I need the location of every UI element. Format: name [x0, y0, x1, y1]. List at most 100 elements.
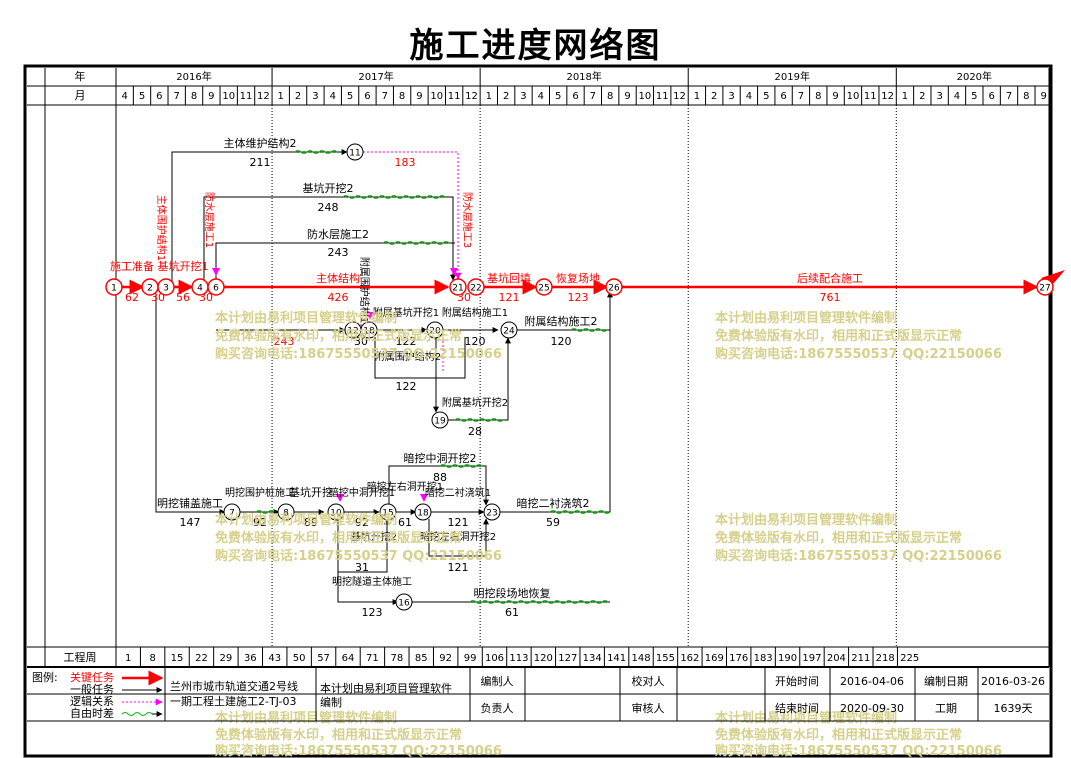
month-cell: 6	[572, 91, 578, 102]
task-duration: 31	[355, 561, 369, 574]
week-cell: 148	[631, 653, 650, 664]
start-time-value: 2016-04-06	[840, 675, 904, 688]
network-node: 23	[483, 503, 501, 521]
watermark-text: 免费体验版有水印，相用和正式版显示正常	[215, 530, 462, 546]
legend-item-critical: 关键任务	[70, 670, 114, 684]
task-label: 防水层施工1	[203, 192, 216, 248]
month-cell: 9	[416, 91, 422, 102]
network-node: 16	[395, 593, 413, 611]
network-node: 10	[327, 503, 345, 521]
task-duration: 123	[568, 291, 589, 304]
normal-links	[155, 149, 613, 605]
task-label: 基坑开挖	[289, 485, 333, 499]
task-label: 基坑开挖1	[158, 259, 209, 273]
task-label: 附属基坑开挖1	[373, 306, 439, 319]
task-duration: 121	[448, 561, 469, 574]
watermark-text: 免费体验版有水印，相用和正式版显示正常	[715, 530, 962, 546]
task-label: 附属结构施工1	[442, 306, 508, 319]
watermark-text: 本计划由易利项目管理软件编制	[215, 710, 397, 726]
footer-table	[27, 667, 1049, 722]
week-cell: 197	[802, 653, 821, 664]
week-cell: 155	[656, 653, 675, 664]
watermark-text: 免费体验版有水印，相用和正式版显示正常	[215, 727, 462, 743]
task-label: 附属基坑开挖2	[442, 396, 508, 409]
svg-text:27: 27	[1039, 284, 1050, 294]
network-node: 4	[191, 278, 209, 296]
software-note-line2: 编制	[320, 695, 342, 709]
week-cell: 43	[268, 653, 281, 664]
month-cell: 9	[832, 91, 838, 102]
week-cell: 169	[705, 653, 724, 664]
week-cell: 22	[195, 653, 208, 664]
watermark-text: 本计划由易利项目管理软件编制	[215, 310, 397, 326]
task-duration: 89	[304, 516, 318, 529]
month-cell: 2	[919, 91, 925, 102]
watermark-text: 购买咨询电话:18675550537 QQ:22150066	[715, 346, 1002, 362]
week-cell: 36	[244, 653, 257, 664]
month-cell: 4	[746, 91, 752, 102]
month-cell: 2	[295, 91, 301, 102]
year-cell: 2017年	[358, 70, 393, 83]
task-duration: 92	[355, 516, 369, 529]
free-float	[255, 150, 611, 604]
svg-text:16: 16	[398, 599, 410, 609]
task-label: 基坑回填	[487, 271, 531, 285]
task-duration: 147	[180, 516, 201, 529]
task-duration: 28	[468, 425, 482, 438]
watermark-text: 购买咨询电话:18675550537 QQ:22150066	[215, 743, 502, 758]
watermark-group: 本计划由易利项目管理软件编制 免费体验版有水印，相用和正式版显示正常 购买咨询电…	[215, 310, 1002, 758]
svg-text:23: 23	[486, 509, 497, 519]
task-duration: 88	[433, 471, 447, 484]
month-cell: 12	[257, 91, 270, 102]
task-label: 附属围护结构2	[375, 350, 441, 363]
network-node: 15	[379, 503, 397, 521]
month-cell: 3	[936, 91, 942, 102]
task-duration: 120	[551, 335, 572, 348]
month-cell: 6	[156, 91, 162, 102]
month-cell: 6	[780, 91, 786, 102]
task-duration: 120	[465, 335, 486, 348]
software-note-line1: 本计划由易利项目管理软件	[320, 681, 452, 695]
compiler-label: 编制人	[481, 674, 514, 688]
task-duration: 61	[398, 516, 412, 529]
month-label: 月	[75, 89, 86, 102]
auditor-label: 审核人	[632, 701, 665, 715]
svg-text:19: 19	[434, 417, 446, 427]
time-grid	[271, 105, 897, 647]
svg-text:18: 18	[417, 509, 429, 519]
task-float: 243	[274, 335, 295, 348]
network-node: 25	[535, 278, 553, 296]
task-duration: 121	[448, 516, 469, 529]
month-cell: 8	[1023, 91, 1029, 102]
week-cell: 141	[607, 653, 626, 664]
project-name-line1: 兰州市城市轨道交通2号线	[170, 679, 298, 693]
outer-frame	[23, 64, 1053, 758]
network-node: 3	[157, 278, 175, 296]
task-label: 暗挖左右洞开挖1	[367, 480, 443, 493]
month-cell: 9	[1041, 91, 1047, 102]
month-cell: 4	[330, 91, 336, 102]
month-cell: 10	[639, 91, 652, 102]
year-label: 年	[75, 69, 86, 83]
task-label: 附属围护结构1	[358, 257, 371, 323]
week-cell: 204	[827, 653, 846, 664]
network-node: 2	[141, 278, 159, 296]
month-cell: 9	[624, 91, 630, 102]
month-cell: 5	[139, 91, 145, 102]
task-label: 基坑开挖2	[303, 181, 354, 195]
month-cell: 4	[954, 91, 960, 102]
task-label: 明挖段场地恢复	[474, 586, 551, 600]
task-label: 明挖隧道主体施工	[332, 575, 412, 588]
week-cell: 106	[485, 653, 504, 664]
network-node: 20	[426, 321, 444, 339]
svg-text:2: 2	[147, 284, 153, 294]
logic-markers	[212, 268, 458, 502]
task-label: 后续配合施工	[797, 271, 863, 285]
network-node: 12	[344, 321, 362, 339]
month-cell: 5	[555, 91, 561, 102]
year-cell: 2019年	[775, 70, 810, 83]
svg-text:22: 22	[470, 284, 481, 294]
network-node: 18	[414, 503, 432, 521]
